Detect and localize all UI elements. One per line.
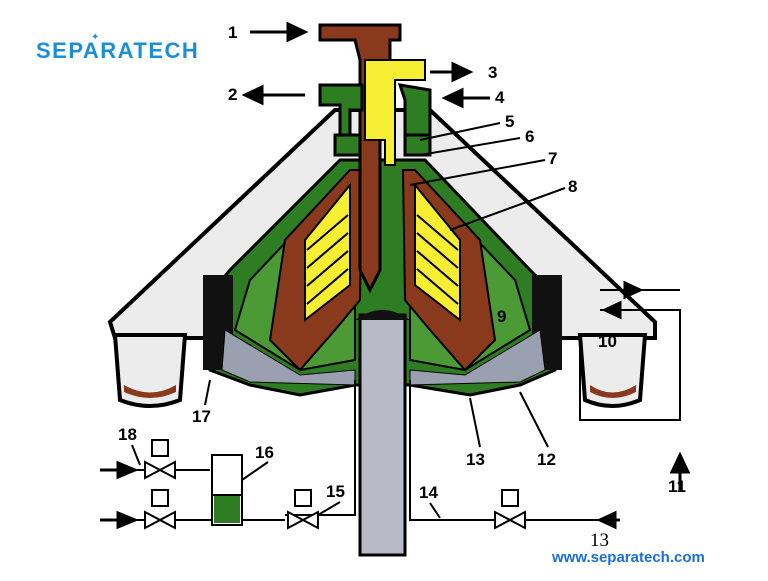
discs-right (414, 182, 461, 323)
label-18: 18 (118, 425, 137, 444)
right-sludge-level (590, 385, 636, 398)
label-14: 14 (419, 483, 438, 502)
label-12: 12 (537, 450, 556, 469)
label-10: 10 (598, 332, 617, 351)
left-sludge-level (124, 385, 176, 398)
label-13: 13 (466, 450, 485, 469)
spindle-cap (355, 310, 410, 320)
right-sludge-collector (577, 333, 648, 408)
valve-lower-left (144, 489, 176, 530)
left-sludge-collector (112, 333, 188, 408)
separatech-logo: SEPARATECH (36, 38, 200, 63)
water-tank-16 (211, 454, 243, 526)
website-link[interactable]: www.separatech.com (552, 549, 705, 566)
flow-arrows (100, 21, 691, 530)
label-2: 2 (228, 85, 237, 104)
leader-lines (131, 122, 566, 519)
valve-18 (144, 439, 176, 480)
label-8: 8 (568, 177, 577, 196)
label-15: 15 (326, 482, 345, 501)
label-9: 9 (497, 307, 506, 326)
disc-lines (306, 214, 459, 305)
page-number: 13 (590, 530, 609, 551)
label-3: 3 (488, 63, 497, 82)
label-16: 16 (255, 443, 274, 462)
light-phase-outlet (364, 59, 426, 166)
label-5: 5 (505, 112, 514, 131)
valve-14 (494, 489, 526, 530)
label-17: 17 (192, 407, 211, 426)
logo-star-icon: ✦ (91, 32, 100, 43)
label-11: 11 (668, 477, 686, 496)
spindle (358, 313, 407, 557)
label-6: 6 (525, 127, 534, 146)
label-7: 7 (548, 149, 557, 168)
valve-15 (287, 489, 319, 530)
discs-left (304, 182, 351, 323)
label-1: 1 (228, 23, 237, 42)
label-4: 4 (495, 88, 505, 107)
paring-disc-left (333, 133, 362, 157)
